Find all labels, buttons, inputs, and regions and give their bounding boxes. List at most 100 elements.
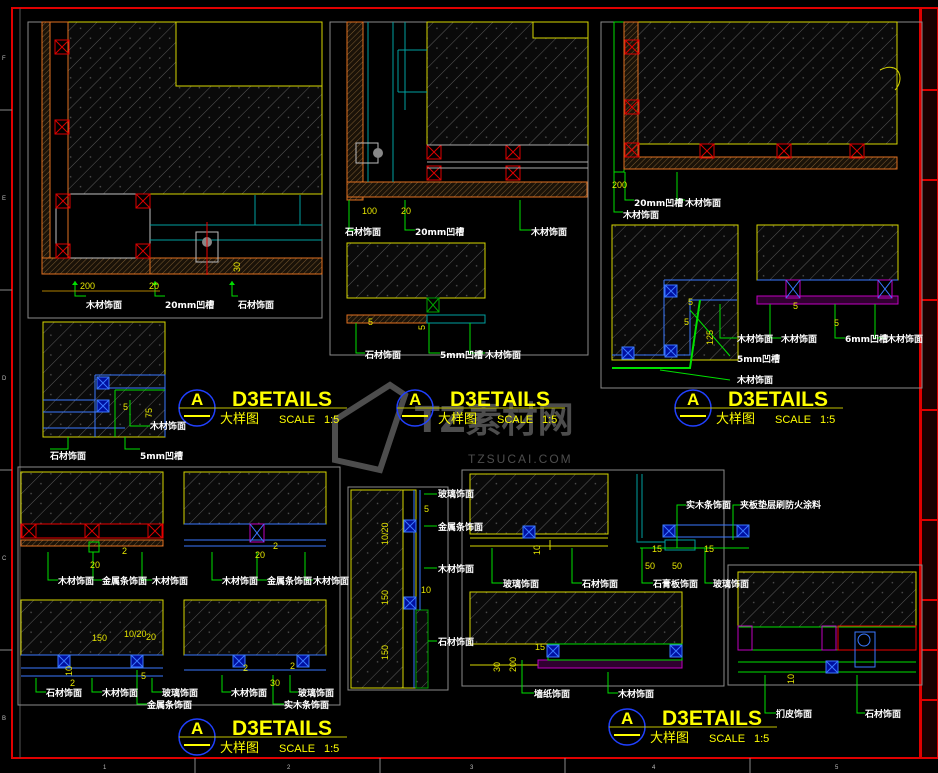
dimension-label: 5 — [684, 317, 689, 327]
callout-label: 木材饰面 — [736, 333, 773, 345]
detail-subtitle: 大样图 — [220, 741, 259, 756]
callout-label: 木材饰面 — [886, 333, 923, 345]
scale-value: 1:5 — [820, 414, 835, 426]
scale-value: 1:5 — [542, 414, 557, 426]
scale-value: 1:5 — [754, 733, 769, 745]
callout-label: 木材饰面 — [622, 209, 659, 221]
callout-label: 玻璃饰面 — [298, 687, 334, 699]
callout-label: 木材饰面 — [57, 575, 94, 587]
detail-mark: A — [621, 709, 633, 728]
detail-panel-3[interactable] — [600, 21, 923, 389]
detail-mark: A — [191, 719, 203, 738]
ruler-label: 3 — [470, 765, 474, 771]
scale-value: 1:5 — [324, 743, 339, 755]
callout-label: 扪皮饰面 — [776, 708, 812, 720]
ruler-label: B — [2, 716, 6, 722]
dimension-label: 20 — [255, 550, 265, 560]
callout-label: 5mm凹槽 — [440, 349, 483, 361]
dimension-label: 200 — [508, 657, 518, 672]
detail-subtitle: 大样图 — [438, 412, 477, 427]
detail-title: D3ETAILS — [232, 717, 332, 740]
detail-panel-2[interactable] — [329, 21, 589, 356]
dimension-label: 5 — [368, 317, 373, 327]
detail-panel-5[interactable] — [347, 486, 449, 691]
dimension-label: 10/20 — [124, 629, 147, 639]
detail-panel-4[interactable] — [17, 466, 341, 706]
dimension-label: 75 — [144, 408, 154, 418]
dimension-label: 150 — [92, 633, 107, 643]
callout-label: 5mm凹槽 — [737, 353, 780, 365]
callout-label: 木材饰面 — [85, 299, 122, 311]
callout-label: 木材饰面 — [101, 687, 138, 699]
callout-label: 石膏板饰面 — [652, 578, 698, 590]
dimension-label: 10 — [532, 545, 542, 555]
drawing-frame: 1 2 3 4 5 F E D C B — [0, 7, 938, 773]
ruler-label: 2 — [287, 765, 291, 771]
detail-mark: A — [191, 390, 203, 409]
callout-label: 玻璃饰面 — [713, 578, 749, 590]
dimension-label: 10/20 — [380, 522, 390, 545]
callout-label: 实木条饰面 — [284, 699, 329, 711]
dimension-label: 20 — [90, 560, 100, 570]
callout-label: 石材饰面 — [581, 578, 618, 590]
dimension-label: 15 — [652, 544, 662, 554]
dimension-label: 5 — [123, 402, 128, 412]
ruler-label: F — [2, 56, 6, 62]
callout-label: 玻璃饰面 — [162, 687, 198, 699]
dimension-label: 2 — [122, 546, 127, 556]
dimension-label: 30 — [270, 678, 280, 688]
dimension-label: 2 — [290, 661, 295, 671]
callout-label: 木材饰面 — [684, 197, 721, 209]
callout-label: 石材饰面 — [344, 226, 381, 238]
ruler-label: E — [2, 196, 6, 202]
callout-label: 玻璃饰面 — [503, 578, 539, 590]
callout-label: 木材饰面 — [221, 575, 258, 587]
callout-label: 石材饰面 — [49, 450, 86, 462]
detail-panel-6[interactable] — [461, 469, 750, 694]
scale-label: SCALE — [775, 414, 811, 426]
callout-label: 木材饰面 — [437, 563, 474, 575]
dimension-label: 5 — [141, 671, 146, 681]
callout-label: 石材饰面 — [364, 349, 401, 361]
callout-label: 玻璃饰面 — [438, 488, 474, 500]
callout-label: 金属条饰面 — [437, 521, 483, 533]
dimension-label: 200 — [80, 281, 95, 291]
callout-label: 夹板垫层刷防火涂料 — [740, 499, 821, 511]
dimension-label: 150 — [380, 645, 390, 660]
callout-label: 木材饰面 — [780, 333, 817, 345]
callout-label: 石材饰面 — [864, 708, 901, 720]
dimension-label: 5 — [793, 301, 798, 311]
scale-label: SCALE — [709, 733, 745, 745]
detail-panel-1[interactable] — [27, 21, 323, 450]
dimension-label: 150 — [380, 590, 390, 605]
callout-label: 木材饰面 — [230, 687, 267, 699]
dimension-label: 15 — [535, 642, 545, 652]
callout-label: 20mm凹槽 — [415, 226, 464, 238]
detail-panel-7[interactable] — [727, 564, 923, 714]
ruler-label: D — [2, 376, 7, 382]
callout-label: 木材饰面 — [312, 575, 349, 587]
detail-subtitle: 大样图 — [650, 731, 689, 746]
detail-mark: A — [687, 390, 699, 409]
ruler-label: 1 — [103, 765, 107, 771]
dimension-label: 2 — [273, 541, 278, 551]
detail-title: D3ETAILS — [450, 388, 550, 411]
dimension-label: 50 — [645, 561, 655, 571]
ruler-label: 5 — [835, 765, 839, 771]
callout-label: 木材饰面 — [149, 420, 186, 432]
scale-label: SCALE — [279, 743, 315, 755]
scale-label: SCALE — [279, 414, 315, 426]
dimension-label: 5 — [834, 318, 839, 328]
ruler-label: 4 — [652, 765, 656, 771]
callout-label: 金属条饰面 — [146, 699, 192, 711]
detail-title: D3ETAILS — [232, 388, 332, 411]
dimension-label: 30 — [492, 662, 502, 672]
watermark: TZ素材网 TZSUCAI.COM — [332, 381, 574, 474]
callout-label: 石材饰面 — [45, 687, 82, 699]
